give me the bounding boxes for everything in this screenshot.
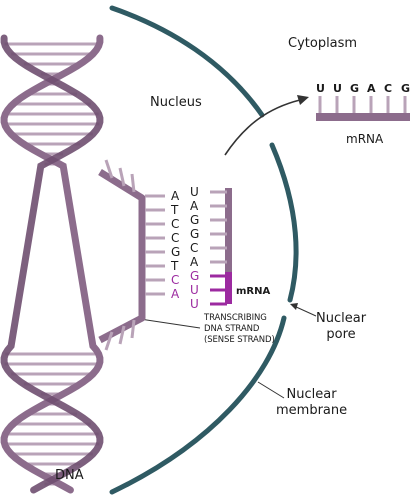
exported-mrna-backbone xyxy=(316,113,410,121)
mrna-label-cytoplasm: mRNA xyxy=(346,132,384,146)
rna-base-letter: U xyxy=(190,283,199,297)
transcribing-strand-label: TRANSCRIBING DNA STRAND (SENSE STRAND) xyxy=(204,313,275,345)
rna-base-letter: A xyxy=(190,199,199,213)
nuclear-pore-pointer xyxy=(293,305,317,317)
nuclear-membrane-arc-middle xyxy=(269,142,299,303)
bubble-outer-stubs xyxy=(104,159,136,351)
nuclear-pore-label: Nuclear pore xyxy=(316,311,367,342)
rna-base-letter: G xyxy=(190,213,199,227)
exported-mrna-letter: A xyxy=(367,82,376,95)
rna-base-letter: U xyxy=(190,185,199,199)
dna-label: DNA xyxy=(55,468,84,483)
nuclear-membrane-arc-bottom xyxy=(109,315,287,495)
rna-base-ticks xyxy=(210,190,227,306)
rna-base-letter: A xyxy=(190,255,199,269)
exported-mrna-letter: C xyxy=(384,82,392,95)
rna-backbone xyxy=(225,188,232,274)
template-base-letter: T xyxy=(170,259,179,273)
template-base-letter: C xyxy=(171,217,179,231)
exported-mrna-letter: U xyxy=(316,82,325,95)
nuclear-membrane-pointer xyxy=(257,381,285,399)
exported-mrna-letter: U xyxy=(333,82,342,95)
helix-base-pairs xyxy=(4,42,100,486)
template-base-letter: C xyxy=(171,273,179,287)
exported-mrna-ticks xyxy=(318,96,407,113)
rna-base-letter: C xyxy=(190,241,198,255)
export-arrowhead xyxy=(297,95,309,105)
exported-mrna-letter: G xyxy=(401,82,410,95)
template-strand xyxy=(98,169,146,344)
export-arrow xyxy=(224,99,301,156)
template-base-letter: T xyxy=(170,203,179,217)
template-base-ticks xyxy=(145,194,165,296)
rna-base-letter: G xyxy=(190,269,199,283)
transcribing-strand-pointer xyxy=(139,318,201,329)
dna-backbone-2 xyxy=(0,34,104,494)
nucleus-label: Nucleus xyxy=(150,95,202,110)
template-base-letter: C xyxy=(171,231,179,245)
nuclear-pore-arrowhead xyxy=(290,303,298,310)
rna-backbone-new xyxy=(225,272,232,304)
nuclear-membrane-arc-top xyxy=(109,5,265,118)
dna-backbone-1 xyxy=(0,34,104,494)
rna-base-letter: G xyxy=(190,227,199,241)
exported-mrna-letter: G xyxy=(350,82,359,95)
cytoplasm-label: Cytoplasm xyxy=(288,36,358,51)
template-base-letter: A xyxy=(171,287,180,301)
rna-base-letter: U xyxy=(190,297,199,311)
mrna-label-nucleus: mRNA xyxy=(236,286,271,297)
template-base-letter: G xyxy=(171,245,180,259)
nuclear-membrane-label: Nuclear membrane xyxy=(276,387,348,418)
template-base-letter: A xyxy=(171,189,180,203)
